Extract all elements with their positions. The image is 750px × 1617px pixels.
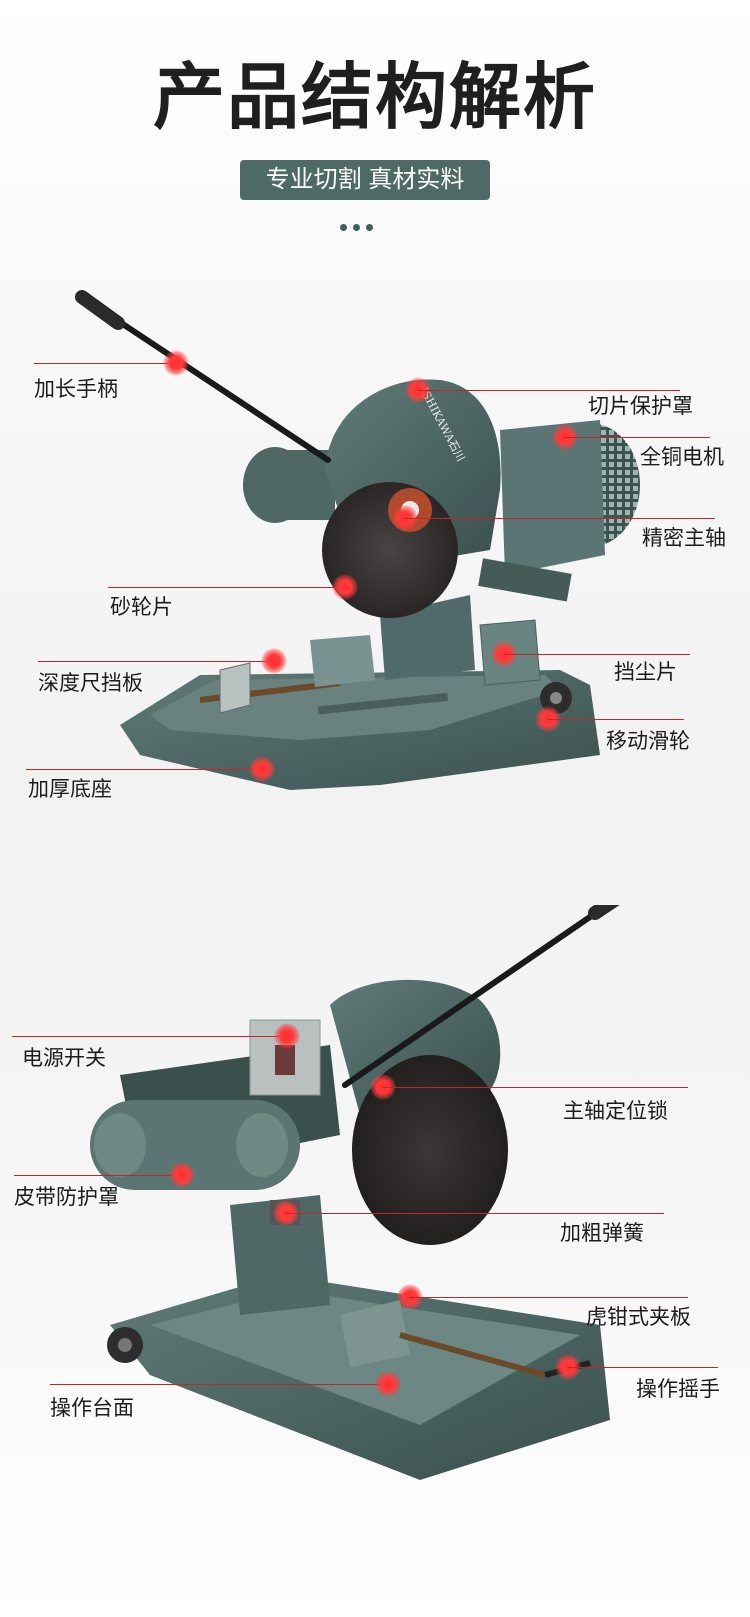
label-blade-guard: 切片保护罩 xyxy=(588,395,693,418)
label-crank: 操作摇手 xyxy=(636,1378,720,1401)
handle-grip xyxy=(588,905,620,920)
decorative-dots xyxy=(340,224,410,234)
vise-block xyxy=(310,635,375,687)
depth-gauge-plate xyxy=(219,662,251,714)
label-depth-gauge: 深度尺挡板 xyxy=(38,672,143,695)
hotspot-dot xyxy=(274,1023,300,1049)
screw-rod xyxy=(399,1332,546,1378)
dot-icon xyxy=(353,224,360,231)
label-work-table: 操作台面 xyxy=(50,1397,134,1420)
label-belt-guard: 皮带防护罩 xyxy=(14,1186,119,1209)
dot-icon xyxy=(366,224,373,231)
label-vise-clamp: 虎钳式夹板 xyxy=(586,1306,691,1329)
work-slot xyxy=(317,692,449,715)
label-wheel: 移动滑轮 xyxy=(606,730,690,753)
label-long-handle: 加长手柄 xyxy=(34,378,118,401)
hotspot-dot xyxy=(375,1371,401,1397)
hotspot-dot xyxy=(249,756,275,782)
motor-mount xyxy=(478,558,572,602)
abrasive-disc xyxy=(352,1055,508,1245)
handle-grip xyxy=(75,290,125,330)
label-dust-guard: 挡尘片 xyxy=(614,661,677,684)
label-copper-motor: 全铜电机 xyxy=(640,446,724,469)
dot-icon xyxy=(340,224,347,231)
page-title: 产品结构解析 xyxy=(152,55,597,139)
pillar xyxy=(230,1195,330,1315)
subtitle-badge: 专业切割 真材实料 xyxy=(240,160,490,200)
label-spindle-lock: 主轴定位锁 xyxy=(563,1100,668,1123)
motor-body xyxy=(500,420,605,575)
label-disc: 砂轮片 xyxy=(110,596,173,619)
label-base: 加厚底座 xyxy=(28,778,112,801)
long-handle xyxy=(342,905,613,1088)
hotspot-dot xyxy=(261,648,287,674)
hotspot-dot xyxy=(163,350,189,376)
label-power-switch: 电源开关 xyxy=(22,1047,106,1070)
vise-clamp xyxy=(340,1300,410,1367)
hotspot-dot xyxy=(332,574,358,600)
label-spindle: 精密主轴 xyxy=(642,527,726,550)
hotspot-dot xyxy=(169,1162,195,1188)
label-spring: 加粗弹簧 xyxy=(560,1222,644,1245)
